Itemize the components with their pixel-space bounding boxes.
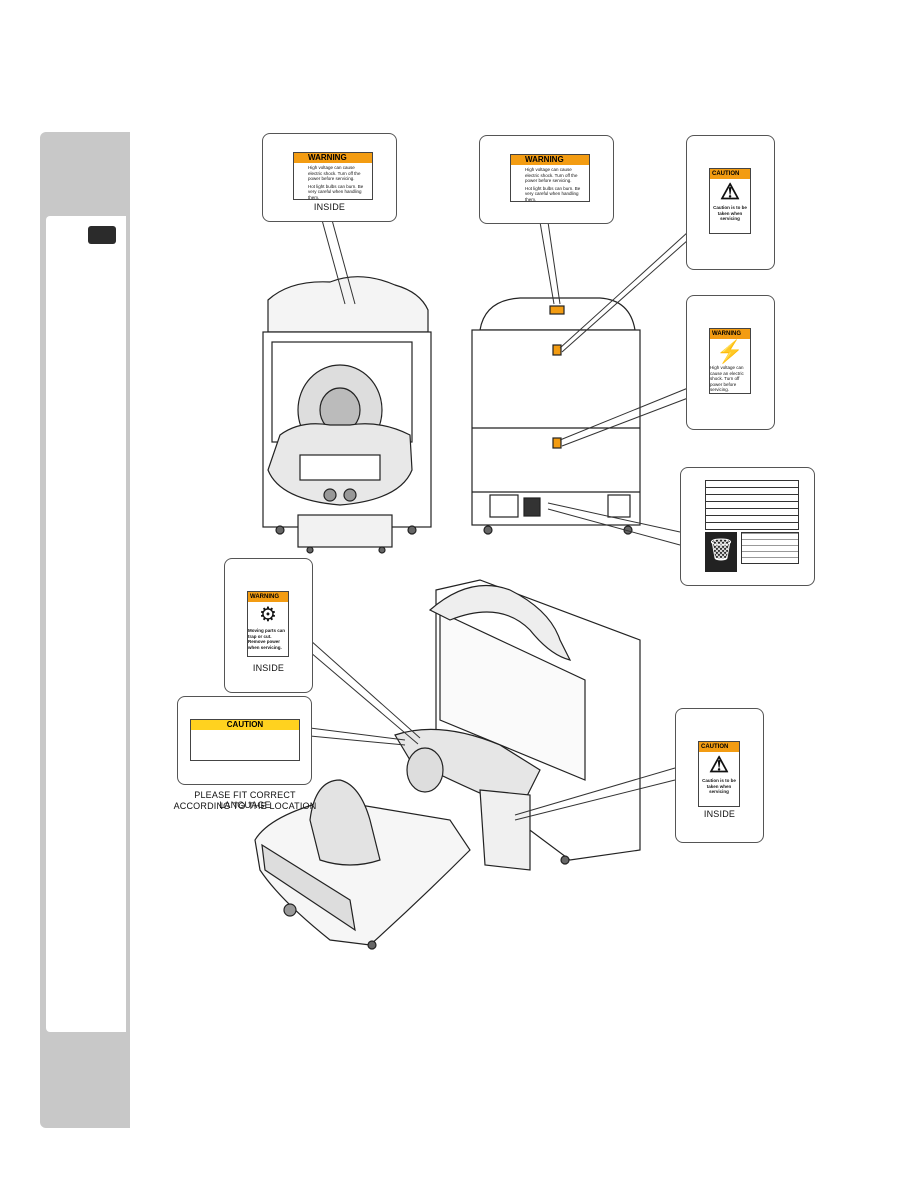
callout-rear-electric: WARNING ⚡ High voltage can cause an elec… bbox=[686, 295, 775, 430]
high-voltage-text: High voltage can cause an electric shock… bbox=[710, 365, 744, 392]
warning-label: WARNING ⚡ High voltage can cause an elec… bbox=[709, 328, 751, 394]
caution-text: Caution is to be taken when servicing bbox=[702, 778, 736, 794]
caution-text: Caution is to be taken when servicing bbox=[713, 205, 747, 221]
caution-banner-label: CAUTION bbox=[190, 719, 300, 761]
high-voltage-text: High voltage can cause electric shock. T… bbox=[525, 167, 578, 183]
lightning-icon: ⚡ bbox=[716, 339, 744, 364]
caution-label: CAUTION ⚠ Caution is to be taken when se… bbox=[709, 168, 751, 234]
caution-header: CAUTION bbox=[710, 169, 750, 179]
callout-caution-banner: CAUTION bbox=[177, 696, 312, 785]
callout-rear-warning: WARNING High voltage can cause electric … bbox=[479, 135, 614, 224]
manufacturer-plate bbox=[741, 532, 799, 564]
callout-coin-door-caution: CAUTION ⚠ Caution is to be taken when se… bbox=[675, 708, 764, 843]
callout-front-warning: WARNING High voltage can cause electric … bbox=[262, 133, 397, 222]
caution-label: CAUTION ⚠ Caution is to be taken when se… bbox=[698, 741, 740, 807]
callout-moving-parts: WARNING ⚙ Moving parts can trap or cut. … bbox=[224, 558, 313, 693]
sidebar-top-block bbox=[40, 132, 130, 212]
sidebar-bottom-block bbox=[40, 1034, 130, 1128]
rating-table bbox=[705, 480, 799, 530]
inside-caption: INSIDE bbox=[252, 663, 285, 673]
language-note-line-2: ACCORDING TO THE LOCATION bbox=[173, 801, 317, 811]
exclamation-icon: ⚠ bbox=[709, 752, 729, 777]
warning-header: WARNING bbox=[511, 155, 589, 165]
callout-rear-caution: CAUTION ⚠ Caution is to be taken when se… bbox=[686, 135, 775, 270]
warning-header: WARNING bbox=[294, 153, 372, 163]
caution-header: CAUTION bbox=[191, 720, 299, 730]
callout-rating-plate: 🗑 bbox=[680, 467, 815, 586]
inside-caption: INSIDE bbox=[313, 202, 346, 212]
warning-header: WARNING bbox=[710, 329, 750, 339]
caution-header: CAUTION bbox=[699, 742, 739, 752]
moving-parts-text: Moving parts can trap or cut. Remove pow… bbox=[248, 628, 286, 650]
language-note-line-1: PLEASE FIT CORRECT LANGUAGE bbox=[194, 790, 296, 810]
hot-bulb-text: Hot light bulbs can burn. Be very carefu… bbox=[525, 185, 581, 202]
warning-label: WARNING High voltage can cause electric … bbox=[293, 152, 373, 200]
chapter-tab bbox=[88, 226, 116, 244]
hot-bulb-text: Hot light bulbs can burn. Be very carefu… bbox=[308, 183, 364, 200]
warning-header: WARNING bbox=[248, 592, 288, 602]
exclamation-icon: ⚠ bbox=[720, 179, 740, 204]
moving-parts-icon: ⚙ bbox=[259, 604, 277, 626]
warning-label: WARNING High voltage can cause electric … bbox=[510, 154, 590, 202]
sidebar-inner-panel bbox=[46, 216, 126, 1032]
high-voltage-text: High voltage can cause electric shock. T… bbox=[308, 165, 361, 181]
inside-caption: INSIDE bbox=[703, 809, 736, 819]
weee-bin-icon: 🗑 bbox=[705, 532, 737, 572]
warning-label: WARNING ⚙ Moving parts can trap or cut. … bbox=[247, 591, 289, 657]
